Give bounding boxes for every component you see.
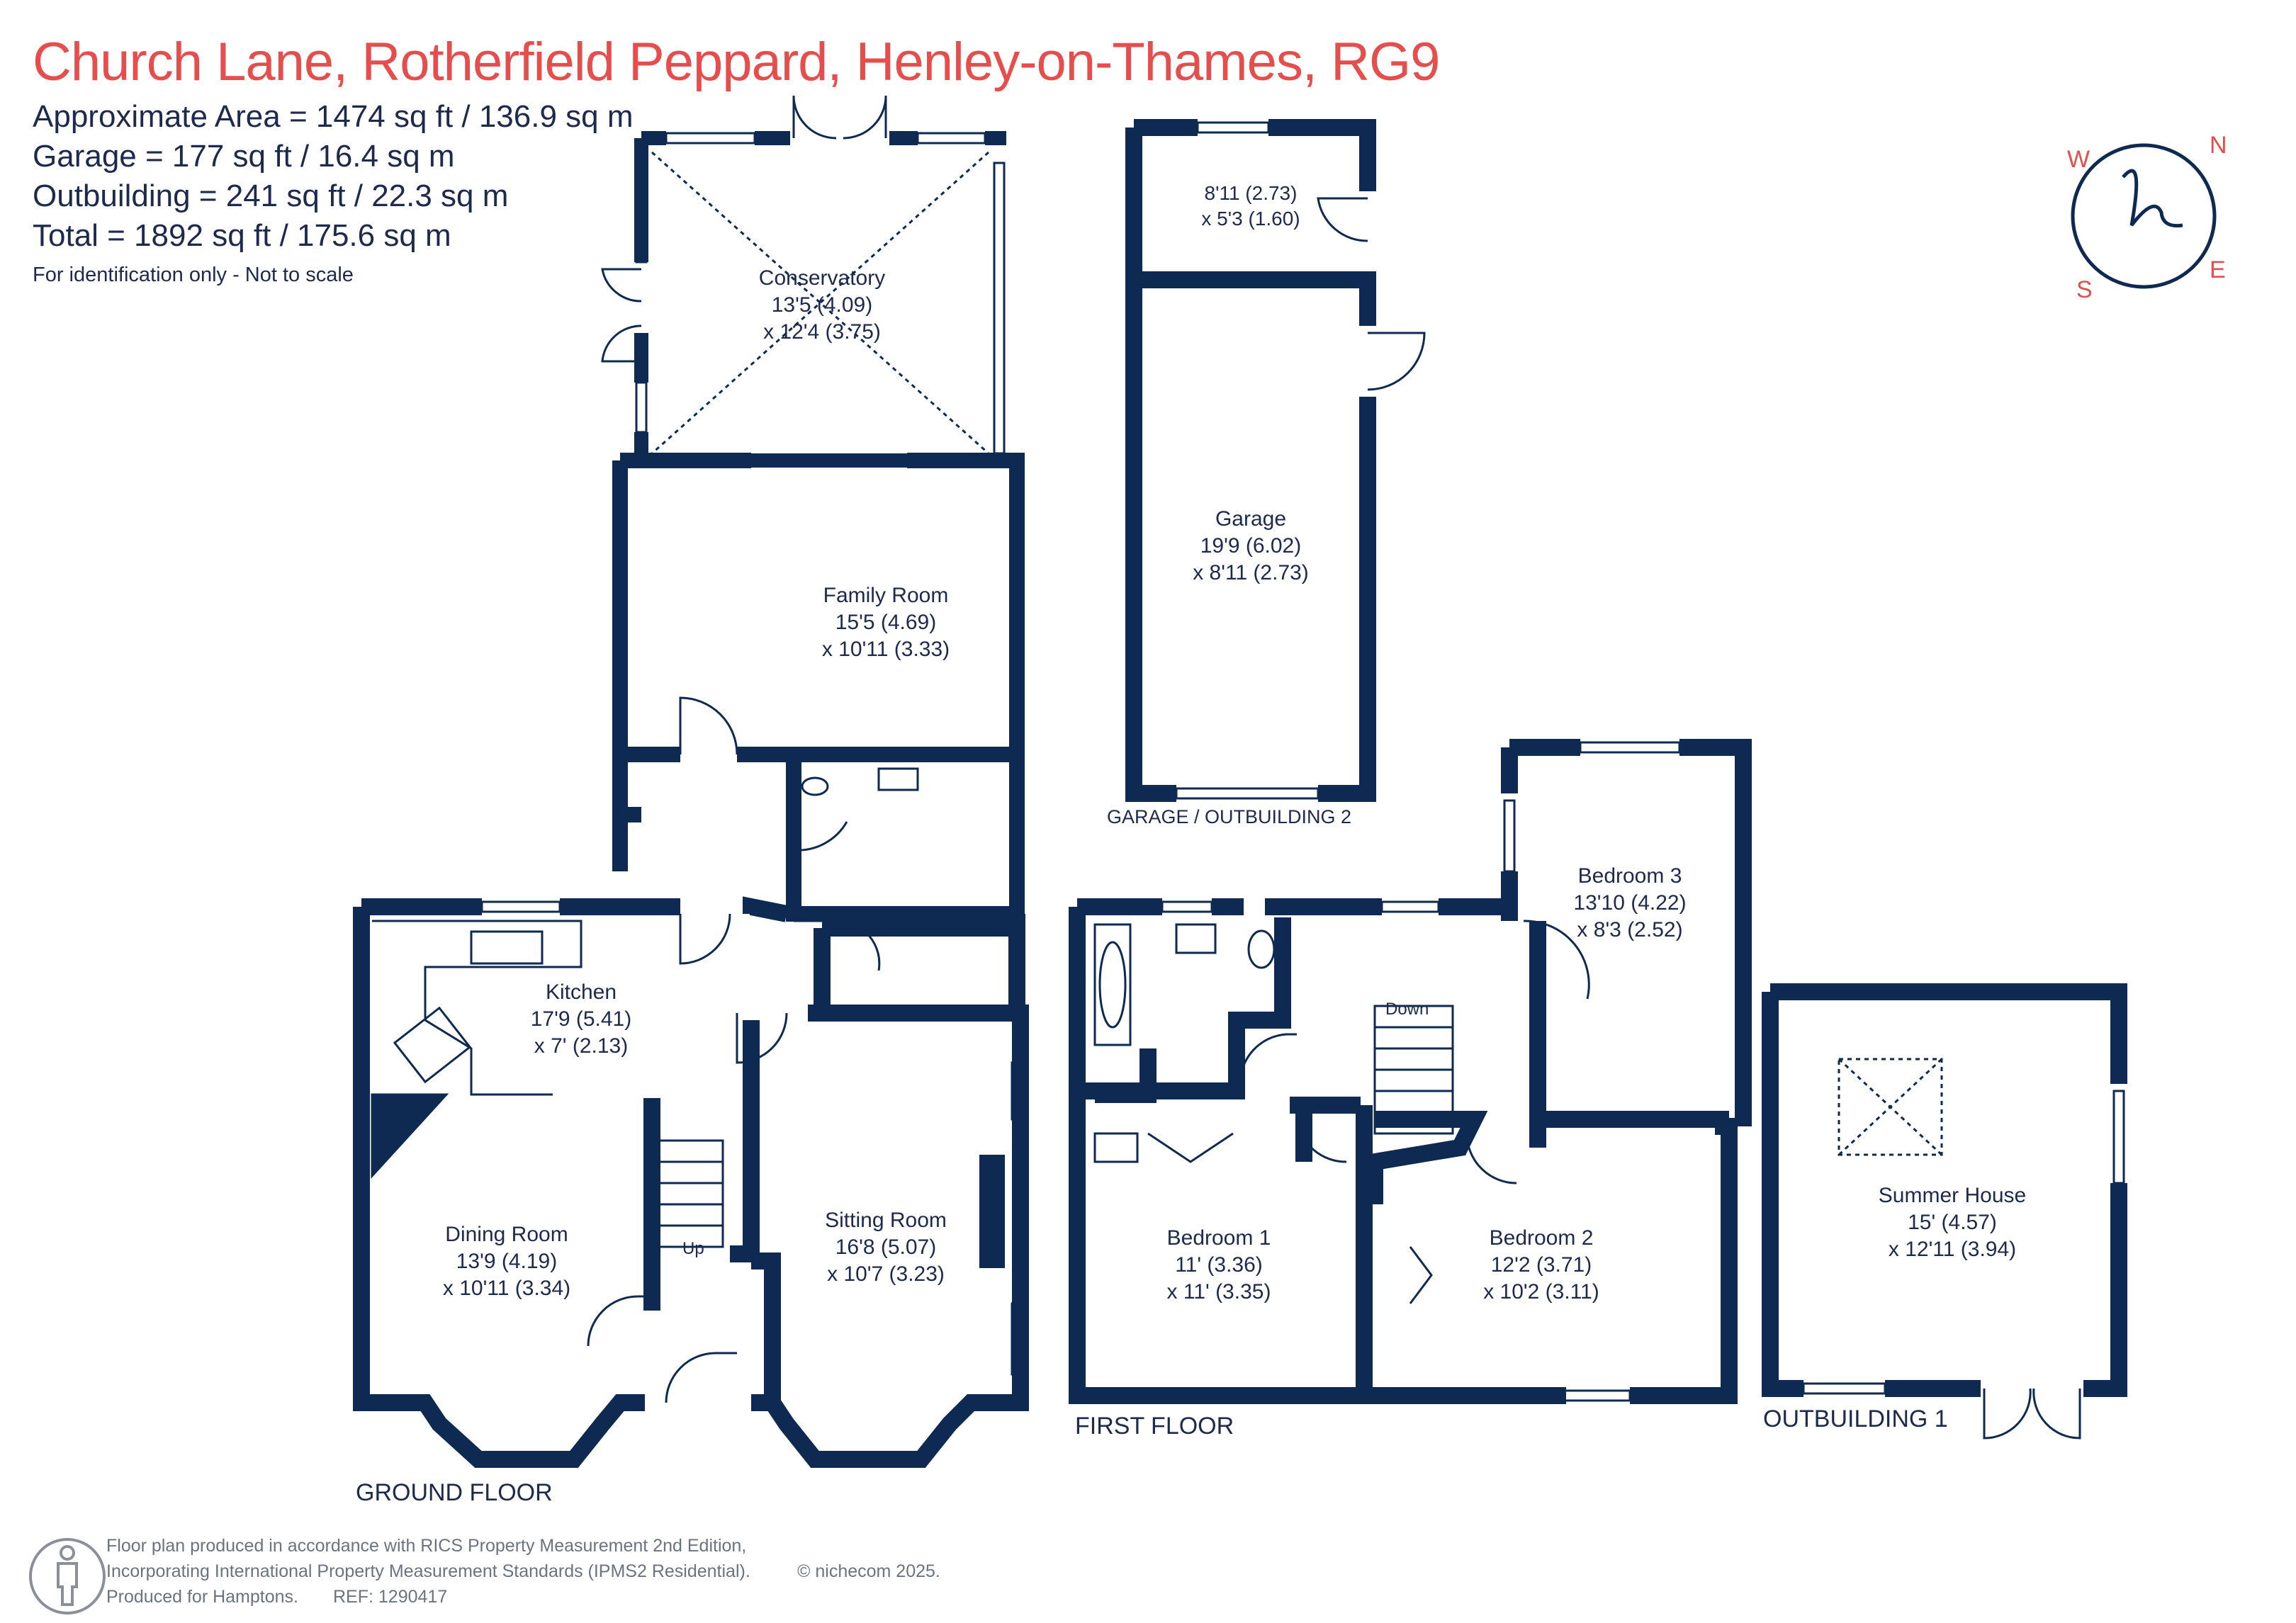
dining-room-label: Dining Room 13'9 (4.19) x 10'11 (3.34) bbox=[443, 1223, 570, 1300]
bedroom1-dim1: 11' (3.36) bbox=[1175, 1253, 1263, 1277]
family-room-dim2: x 10'11 (3.33) bbox=[822, 638, 950, 661]
bedroom2-dim2: x 10'2 (3.11) bbox=[1483, 1280, 1599, 1304]
bedroom2-name: Bedroom 2 bbox=[1490, 1226, 1594, 1250]
ground-floor: Conservatory 13'5 (4.09) x 12'4 (3.75) F… bbox=[353, 95, 1029, 1506]
bedroom3-dim2: x 8'3 (2.52) bbox=[1577, 918, 1682, 941]
sitting-room-label: Sitting Room 16'8 (5.07) x 10'7 (3.23) bbox=[825, 1209, 947, 1286]
conservatory-name: Conservatory bbox=[759, 266, 885, 290]
sitting-room-fireplace bbox=[979, 1155, 1005, 1268]
conservatory-dim1: 13'5 (4.09) bbox=[772, 293, 873, 317]
sitting-room-name: Sitting Room bbox=[825, 1209, 947, 1232]
summer-house-dim1: 15' (4.57) bbox=[1908, 1211, 1997, 1234]
summer-house-name: Summer House bbox=[1879, 1184, 2026, 1207]
bedroom3-label: Bedroom 3 13'10 (4.22) x 8'3 (2.52) bbox=[1573, 864, 1686, 941]
footer-ref: REF: 1290417 bbox=[333, 1587, 448, 1607]
family-room-windows bbox=[614, 454, 1023, 901]
person-icon bbox=[29, 1538, 106, 1614]
bedroom3-dim1: 13'10 (4.22) bbox=[1573, 891, 1686, 915]
total-area: Total = 1892 sq ft / 175.6 sq m bbox=[33, 218, 451, 253]
store-dim1: 8'11 (2.73) bbox=[1205, 182, 1298, 204]
outbuilding-area: Outbuilding = 241 sq ft / 22.3 sq m bbox=[33, 179, 509, 213]
ground-stairs bbox=[658, 1139, 724, 1248]
compass-n: N bbox=[2210, 132, 2227, 159]
bedroom2-label: Bedroom 2 12'2 (3.71) x 10'2 (3.11) bbox=[1483, 1226, 1599, 1304]
conservatory-dim2: x 12'4 (3.75) bbox=[763, 320, 881, 344]
footer-line-2: Incorporating International Property Mea… bbox=[106, 1561, 750, 1581]
garage-label: Garage 19'9 (6.02) x 8'11 (2.73) bbox=[1193, 507, 1309, 584]
garage: 8'11 (2.73) x 5'3 (1.60) Garage 19'9 (6.… bbox=[1107, 119, 1426, 827]
sitting-room-dim1: 16'8 (5.07) bbox=[835, 1235, 937, 1259]
compass-w: W bbox=[2067, 146, 2090, 173]
kitchen-dim1: 17'9 (5.41) bbox=[531, 1007, 632, 1031]
stairs-up-label: Up bbox=[682, 1239, 704, 1258]
family-room-dim1: 15'5 (4.69) bbox=[835, 611, 937, 634]
dining-room-dim2: x 10'11 (3.34) bbox=[443, 1277, 570, 1300]
sitting-room-dim2: x 10'7 (3.23) bbox=[827, 1262, 945, 1286]
compass-s: S bbox=[2076, 276, 2093, 303]
approximate-area: Approximate Area = 1474 sq ft / 136.9 sq… bbox=[33, 99, 634, 134]
family-room-name: Family Room bbox=[823, 584, 949, 607]
scale-note: For identification only - Not to scale bbox=[33, 264, 354, 286]
dining-room-dim1: 13'9 (4.19) bbox=[456, 1250, 558, 1273]
garage-floor-label: GARAGE / OUTBUILDING 2 bbox=[1107, 806, 1351, 827]
summer-house-label: Summer House 15' (4.57) x 12'11 (3.94) bbox=[1879, 1184, 2026, 1261]
summer-house-dim2: x 12'11 (3.94) bbox=[1889, 1238, 2016, 1261]
compass-logo: W N E S bbox=[2067, 132, 2227, 303]
dining-room-name: Dining Room bbox=[445, 1223, 568, 1246]
bedroom1-label: Bedroom 1 11' (3.36) x 11' (3.35) bbox=[1167, 1226, 1271, 1304]
footer-copyright: © nichecom 2025. bbox=[797, 1561, 940, 1581]
outbuilding-1: Summer House 15' (4.57) x 12'11 (3.94) O… bbox=[1762, 983, 2127, 1440]
stairs-down-label: Down bbox=[1385, 1000, 1429, 1019]
footer-line-3a: Produced for Hamptons. bbox=[106, 1587, 298, 1607]
store-dim2: x 5'3 (1.60) bbox=[1201, 208, 1300, 230]
compass-e: E bbox=[2210, 256, 2226, 283]
plan-title: Church Lane, Rotherfield Peppard, Henley… bbox=[33, 32, 1440, 92]
family-room-label: Family Room 15'5 (4.69) x 10'11 (3.33) bbox=[822, 584, 950, 661]
ground-floor-label: GROUND FLOOR bbox=[356, 1479, 553, 1506]
kitchen-dim2: x 7' (2.13) bbox=[534, 1034, 628, 1058]
garage-dim1: 19'9 (6.02) bbox=[1200, 534, 1302, 558]
wc-fixtures bbox=[792, 767, 919, 852]
store-label: 8'11 (2.73) x 5'3 (1.60) bbox=[1201, 182, 1300, 230]
bedroom1-dim2: x 11' (3.35) bbox=[1167, 1280, 1271, 1304]
garage-name: Garage bbox=[1215, 507, 1286, 531]
outbuilding-1-label: OUTBUILDING 1 bbox=[1763, 1406, 1948, 1432]
first-floor-label: FIRST FLOOR bbox=[1075, 1413, 1234, 1440]
garage-area: Garage = 177 sq ft / 16.4 sq m bbox=[33, 139, 455, 174]
garage-dim2: x 8'11 (2.73) bbox=[1193, 561, 1309, 584]
kitchen-fittings bbox=[371, 920, 583, 1179]
bedroom1-name: Bedroom 1 bbox=[1167, 1226, 1271, 1250]
bedroom2-dim1: 12'2 (3.71) bbox=[1491, 1253, 1592, 1277]
ground-main-windows bbox=[477, 900, 1023, 1466]
first-floor: Down Bedroom 1 11' (3.36) x 11' (3.35) B… bbox=[1069, 739, 1752, 1440]
bedroom3-name: Bedroom 3 bbox=[1578, 864, 1682, 888]
conservatory-label: Conservatory 13'5 (4.09) x 12'4 (3.75) bbox=[759, 266, 885, 344]
footer-line-1: Floor plan produced in accordance with R… bbox=[106, 1536, 747, 1556]
kitchen-name: Kitchen bbox=[546, 980, 617, 1004]
kitchen-label: Kitchen 17'9 (5.41) x 7' (2.13) bbox=[531, 980, 632, 1058]
